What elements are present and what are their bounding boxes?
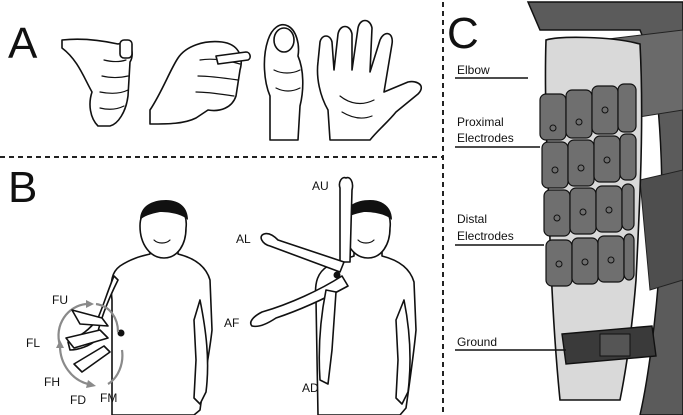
hand-key-pinch-drawing — [150, 42, 250, 124]
panel-a-letter: A — [8, 19, 38, 68]
motion-label-fh: FH — [44, 375, 60, 389]
panel-c-letter: C — [447, 9, 479, 58]
person-right: AU AL AF AD — [224, 178, 416, 415]
motion-label-fd: FD — [70, 393, 86, 407]
hand-open-drawing — [317, 21, 421, 141]
hand-grip-drawing — [62, 39, 132, 126]
arm-label-al: AL — [236, 232, 251, 246]
panel-a: A — [8, 19, 421, 140]
hand-tip-pinch-drawing — [264, 25, 302, 140]
motion-label-fm: FM — [100, 391, 117, 405]
person-left: FU FL FH FD FM — [26, 200, 212, 415]
arm-label-ad: AD — [302, 381, 319, 395]
label-proximal-electrodes: Electrodes — [457, 131, 514, 145]
arm-label-au: AU — [312, 179, 329, 193]
panel-c: C Elbow Proximal Electrodes Distal Elect… — [447, 2, 683, 415]
label-ground: Ground — [457, 335, 497, 349]
label-distal-electrodes: Electrodes — [457, 229, 514, 243]
motion-label-fu: FU — [52, 293, 68, 307]
label-elbow: Elbow — [457, 63, 490, 77]
label-distal: Distal — [457, 212, 487, 226]
motion-label-fl: FL — [26, 336, 40, 350]
panel-b-letter: B — [8, 163, 37, 212]
label-proximal: Proximal — [457, 115, 504, 129]
arm-label-af: AF — [224, 316, 239, 330]
panel-b: B FU FL FH — [8, 163, 416, 415]
